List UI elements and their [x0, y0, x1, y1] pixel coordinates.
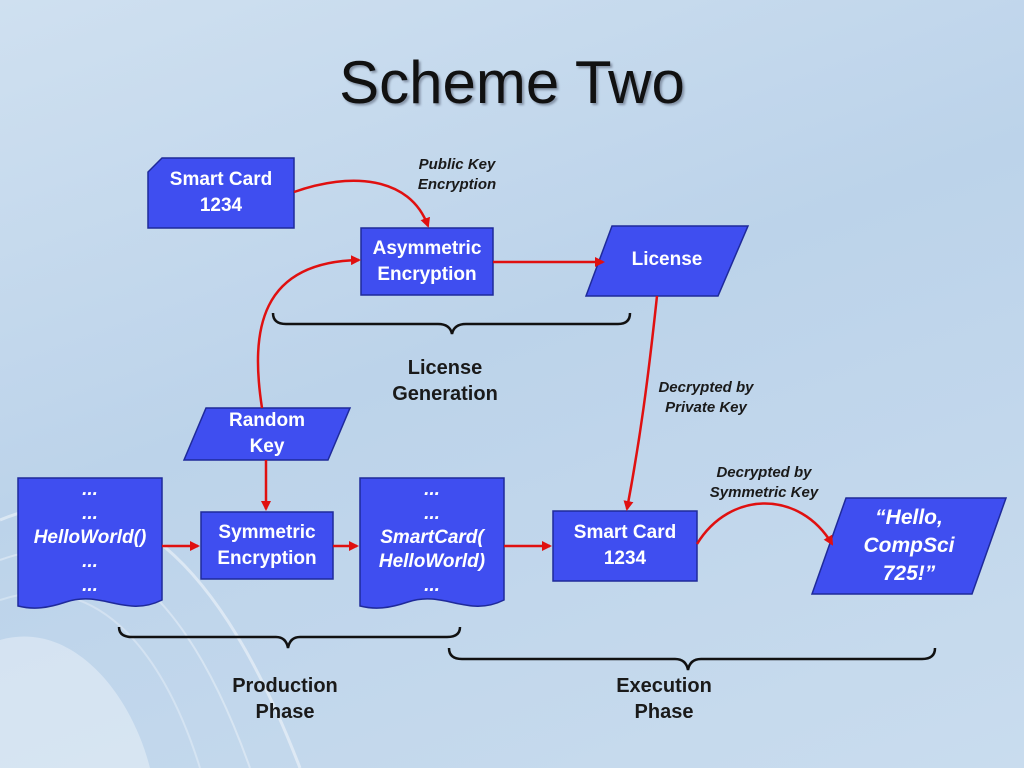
label-line: Phase — [255, 701, 315, 723]
label-line: Symmetric Key — [709, 484, 819, 501]
arrow-smartcard-to-asymmetric — [293, 179, 430, 228]
label-line: Private Key — [665, 399, 747, 416]
label-line: Decrypted by — [658, 379, 754, 396]
label-line: Decrypted by — [716, 464, 812, 481]
decrypted-symmetric-key-annotation: Decrypted by Symmetric Key — [686, 463, 842, 503]
output-shape — [810, 497, 1008, 595]
execution-phase-brace — [447, 647, 937, 671]
label-line: Public Key — [418, 156, 496, 173]
arrow-license-to-smartcard — [623, 295, 659, 511]
label-line: Encryption — [417, 176, 497, 193]
symmetric-encryption-shape — [200, 511, 334, 580]
license-shape — [584, 225, 750, 297]
production-phase-brace — [117, 626, 462, 649]
label-line: Execution — [616, 675, 712, 697]
label-line: Generation — [392, 383, 498, 405]
label-line: License — [407, 357, 483, 379]
arrow-smartcard-to-output — [695, 502, 834, 546]
phase-braces — [117, 312, 937, 671]
flow-arrows — [162, 179, 834, 551]
decrypted-private-key-annotation: Decrypted by Private Key — [636, 378, 776, 418]
asymmetric-encryption-shape — [360, 227, 494, 296]
label-line: Production — [232, 675, 338, 697]
slide-title: Scheme Two — [339, 49, 685, 116]
smart-card-bottom-shape — [552, 510, 698, 582]
arrow-randomkey-to-asymmetric — [256, 255, 361, 409]
source-document-shape — [17, 477, 163, 609]
license-generation-brace — [271, 312, 632, 335]
random-key-shape — [182, 407, 352, 461]
smart-card-top-shape — [147, 157, 295, 229]
encrypted-document-shape — [359, 477, 505, 609]
label-line: Phase — [634, 701, 694, 723]
